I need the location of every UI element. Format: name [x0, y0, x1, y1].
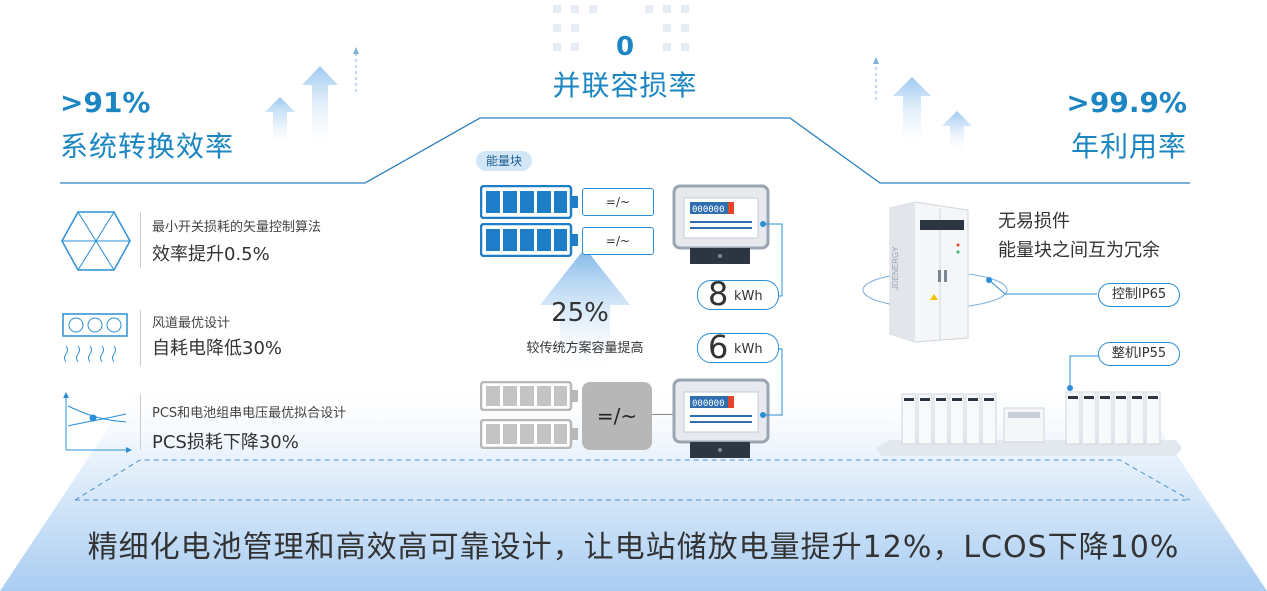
right-panel-line2: 能量块之间互为冗余 — [998, 240, 1160, 261]
right-metric: >99.9% 年利用率 — [1066, 86, 1187, 165]
energy-readout-bottom: 6 kWh — [697, 328, 779, 366]
left-metric: >91% 系统转换效率 — [60, 86, 234, 165]
right-panel-line1: 无易损件 — [998, 211, 1070, 232]
divider — [140, 394, 141, 450]
divider — [140, 310, 141, 366]
divider — [140, 212, 141, 268]
power-station-racks-image — [876, 391, 1182, 456]
energy-meter-icon: 000000 — [672, 184, 770, 264]
center-metric-value: 0 — [615, 32, 635, 62]
tag-machine-ip55: 整机IP55 — [1098, 342, 1180, 366]
curve-fit-chart-icon — [63, 392, 132, 453]
storage-cabinet-image: JDENERGY — [862, 201, 1008, 343]
energy-unit: kWh — [734, 342, 763, 357]
right-metric-label: 年利用率 — [1070, 130, 1187, 163]
energy-unit: kWh — [734, 289, 763, 304]
energy-readout-top: 8 kWh — [697, 275, 779, 313]
bottom-summary: 精细化电池管理和高效高可靠设计，让电站储放电量提升12%，LCOS下降10% — [87, 530, 1180, 565]
improvement-value: 25% — [551, 298, 609, 328]
feature-detail: PCS损耗下降30% — [152, 432, 299, 453]
energy-block-badge: 能量块 — [476, 151, 532, 171]
center-metric: 0 并联容损率 — [500, 32, 750, 104]
connector-line — [986, 277, 1097, 295]
hexagon-vector-icon — [61, 211, 131, 271]
right-metric-value: >99.9% — [1066, 86, 1187, 119]
tag-control-ip65: 控制IP65 — [1098, 283, 1180, 307]
energy-value: 8 — [708, 275, 729, 313]
battery-gray-icon — [480, 419, 578, 449]
left-metric-label: 系统转换效率 — [60, 130, 235, 163]
energy-meter-icon: 000000 — [672, 378, 770, 458]
converter-box: =/~ — [582, 227, 654, 255]
link-line — [652, 414, 674, 415]
battery-gray-icon — [480, 381, 578, 411]
battery-blue-icon — [480, 185, 578, 219]
fan-airflow-icon — [62, 313, 128, 363]
feature-detail: 效率提升0.5% — [152, 244, 270, 265]
feature-detail: 自耗电降低30% — [152, 338, 283, 359]
cabinet-brand: JDENERGY — [891, 246, 900, 290]
connector-line — [1067, 355, 1100, 391]
svg-text:000000: 000000 — [692, 399, 725, 409]
battery-blue-icon — [480, 223, 578, 257]
central-converter-box: =/~ — [582, 382, 652, 450]
svg-text:000000: 000000 — [692, 205, 725, 215]
improvement-label: 较传统方案容量提高 — [526, 341, 644, 356]
converter-box: =/~ — [582, 188, 654, 216]
feature-title: PCS和电池组串电压最优拟合设计 — [152, 406, 347, 421]
feature-title: 风道最优设计 — [152, 316, 231, 331]
left-metric-value: >91% — [60, 86, 151, 119]
center-metric-label: 并联容损率 — [552, 69, 698, 102]
energy-value: 6 — [708, 328, 729, 366]
feature-title: 最小开关损耗的矢量控制算法 — [152, 220, 322, 235]
